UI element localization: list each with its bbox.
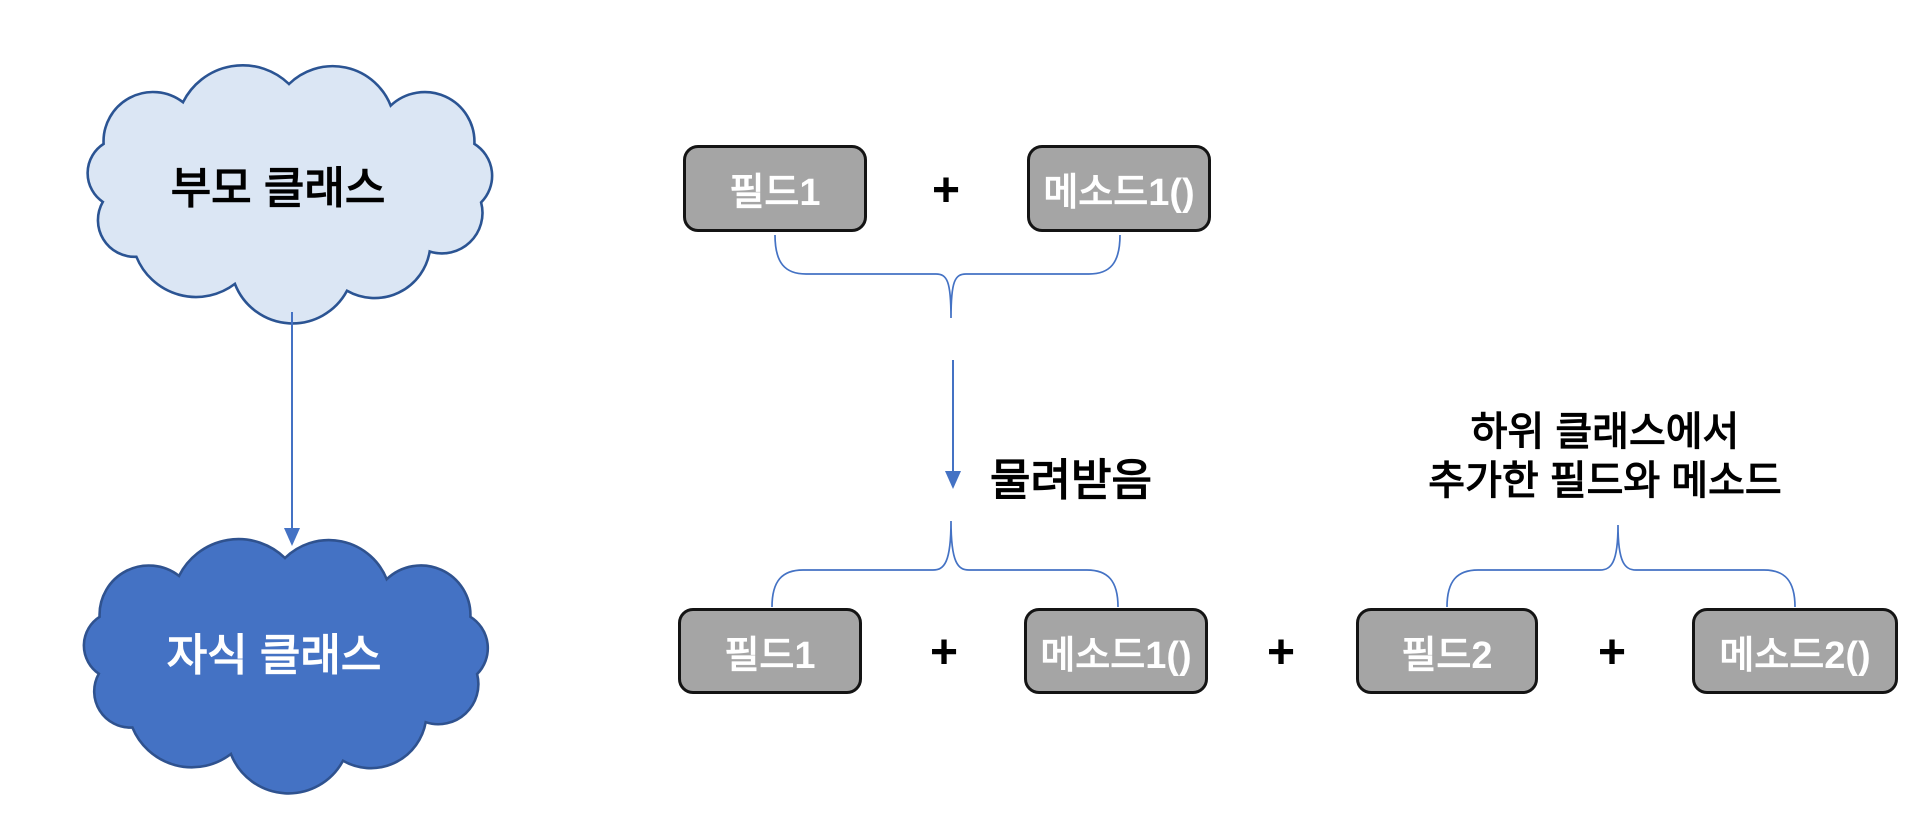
inherit-label: 물려받음 [990,456,1152,505]
plus-sign: + [1597,625,1627,679]
box-method1-top: 메소드1() [1027,145,1211,232]
box-field1-bottom: 필드1 [678,608,862,694]
inherit-arrow [945,360,961,489]
child-class-label: 자식 클래스 [166,631,382,680]
plus-sign: + [929,625,959,679]
box-method2-bottom: 메소드2() [1692,608,1898,694]
arrow-head-icon [945,471,961,489]
subclass-annotation-line2: 추가한 필드와 메소드 [1428,459,1782,503]
added-members-brace [1446,524,1796,608]
inherited-spread-brace [771,520,1119,608]
box-field1-top: 필드1 [683,145,867,232]
cloud-inheritance-arrow [284,312,300,546]
top-gather-brace [774,234,1121,319]
plus-sign: + [1266,625,1296,679]
arrow-head-icon [284,528,300,546]
parent-class-label: 부모 클래스 [170,164,386,213]
subclass-annotation: 하위 클래스에서 추가한 필드와 메소드 [1295,408,1915,506]
parent-class-cloud-shape [86,64,494,325]
child-class-cloud-shape [82,537,490,795]
subclass-annotation-line1: 하위 클래스에서 [1470,410,1740,454]
plus-sign: + [931,163,961,217]
box-method1-bottom: 메소드1() [1024,608,1208,694]
box-field2-bottom: 필드2 [1356,608,1538,694]
